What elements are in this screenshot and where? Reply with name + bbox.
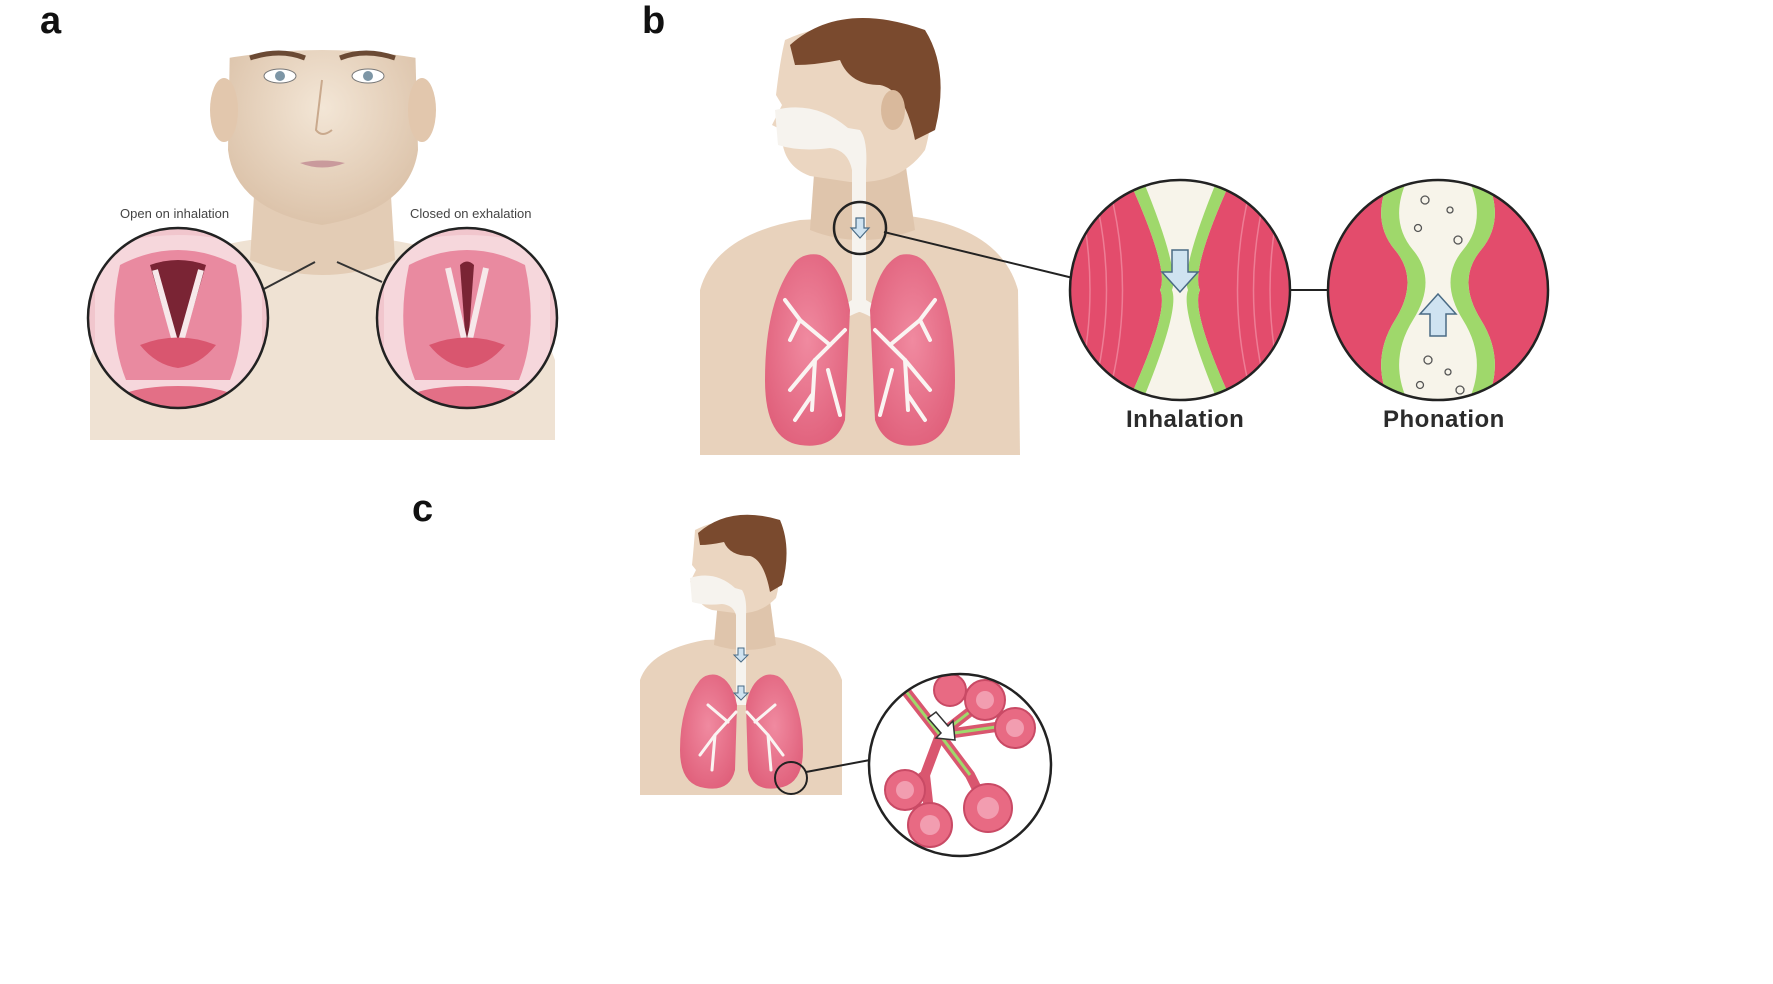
label-phonation: Phonation [1383, 406, 1505, 433]
panel-letter-b: b [642, 0, 666, 42]
alveoli-inset [867, 672, 1053, 858]
phonation-inset [1326, 178, 1550, 402]
label-closed-on-exhalation: Closed on exhalation [410, 206, 532, 221]
inhalation-inset [1068, 178, 1292, 402]
panel-letter-c: c [412, 488, 434, 530]
label-open-on-inhalation: Open on inhalation [120, 206, 230, 221]
vocal-folds-closed-inset [375, 226, 559, 410]
panel-c-figure [640, 514, 871, 795]
panel-letter-a: a [40, 0, 62, 42]
panel-b-figure [700, 17, 1328, 455]
vocal-folds-open-inset [86, 226, 270, 410]
label-inhalation: Inhalation [1126, 406, 1245, 433]
